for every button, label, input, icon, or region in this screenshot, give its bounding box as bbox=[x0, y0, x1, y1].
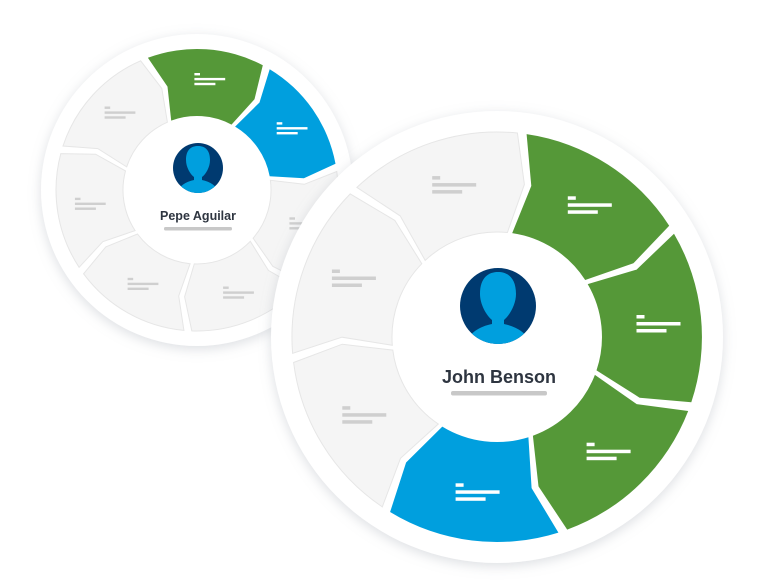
segment-shape bbox=[390, 426, 559, 543]
placeholder-line bbox=[223, 296, 245, 299]
wheel-segment-pending[interactable] bbox=[184, 240, 300, 332]
placeholder-line bbox=[567, 210, 598, 214]
segment-shape bbox=[184, 240, 300, 332]
placeholder-line bbox=[432, 176, 441, 180]
placeholder-line bbox=[194, 73, 200, 76]
segment-placeholder-lines bbox=[194, 73, 226, 86]
wheel-segment-pending[interactable] bbox=[356, 131, 525, 262]
segment-shape bbox=[147, 48, 263, 125]
placeholder-line bbox=[289, 217, 295, 220]
placeholder-line bbox=[127, 287, 149, 290]
placeholder-line bbox=[331, 276, 376, 280]
placeholder-line bbox=[331, 283, 362, 287]
placeholder-line bbox=[432, 190, 463, 194]
segment-shape bbox=[82, 233, 191, 331]
wheel-pepe-aguilar: Pepe Aguilar bbox=[41, 34, 353, 346]
name-underline bbox=[164, 227, 232, 231]
placeholder-line bbox=[194, 77, 226, 81]
segment-shape bbox=[356, 131, 525, 262]
placeholder-line bbox=[104, 116, 126, 119]
wheel-segment-pending[interactable] bbox=[291, 193, 423, 354]
segment-shape bbox=[293, 343, 440, 508]
segment-placeholder-lines bbox=[342, 406, 387, 424]
placeholder-line bbox=[223, 286, 229, 289]
placeholder-line bbox=[74, 197, 81, 201]
placeholder-line bbox=[586, 442, 595, 447]
segment-placeholder-lines bbox=[331, 269, 376, 287]
placeholder-line bbox=[455, 483, 464, 487]
segment-placeholder-lines bbox=[586, 442, 631, 461]
wheel-segment-pending[interactable] bbox=[82, 233, 191, 331]
wheel-segment-active[interactable] bbox=[390, 426, 559, 543]
wheel-segment-completed[interactable] bbox=[512, 134, 670, 280]
placeholder-line bbox=[567, 203, 612, 207]
wheel-segment-completed[interactable] bbox=[532, 374, 689, 530]
segment-shape bbox=[62, 60, 168, 168]
placeholder-line bbox=[567, 196, 576, 200]
segment-shape bbox=[55, 153, 136, 269]
placeholder-line bbox=[276, 122, 283, 125]
segment-placeholder-lines bbox=[276, 122, 308, 135]
segment-placeholder-lines bbox=[455, 483, 500, 501]
placeholder-line bbox=[455, 497, 486, 501]
placeholder-line bbox=[223, 291, 254, 294]
wheel-segment-pending[interactable] bbox=[62, 60, 168, 168]
placeholder-line bbox=[127, 277, 134, 281]
wheel-segment-pending[interactable] bbox=[293, 343, 440, 508]
placeholder-line bbox=[455, 490, 500, 494]
segment-shape bbox=[512, 134, 670, 280]
placeholder-line bbox=[127, 282, 159, 286]
placeholder-line bbox=[432, 183, 477, 187]
placeholder-line bbox=[342, 420, 373, 424]
placeholder-line bbox=[586, 456, 617, 461]
segment-placeholder-lines bbox=[636, 315, 681, 333]
segment-placeholder-lines bbox=[567, 196, 612, 214]
placeholder-line bbox=[636, 322, 681, 326]
segment-placeholder-lines bbox=[432, 176, 477, 194]
segment-placeholder-lines bbox=[104, 106, 136, 119]
wheel-segment-pending[interactable] bbox=[55, 153, 136, 269]
wheel-segment-completed[interactable] bbox=[587, 233, 702, 403]
wheel-user-name: Pepe Aguilar bbox=[160, 209, 236, 223]
placeholder-line bbox=[74, 207, 96, 210]
user-avatar-icon bbox=[173, 143, 223, 193]
placeholder-line bbox=[636, 329, 667, 333]
placeholder-line bbox=[331, 269, 340, 273]
segment-shape bbox=[587, 233, 702, 403]
segment-placeholder-lines bbox=[74, 197, 106, 210]
segment-placeholder-lines bbox=[127, 277, 159, 290]
wheel-segments bbox=[55, 48, 339, 332]
placeholder-line bbox=[586, 449, 631, 454]
wheel-segment-active[interactable] bbox=[235, 69, 336, 179]
wheel-user-name: John Benson bbox=[442, 367, 556, 387]
user-avatar-icon bbox=[460, 268, 536, 344]
placeholder-line bbox=[276, 132, 298, 135]
placeholder-line bbox=[342, 413, 387, 417]
wheel-john-benson: John Benson bbox=[271, 111, 723, 563]
placeholder-line bbox=[74, 202, 106, 205]
name-underline bbox=[451, 391, 547, 396]
placeholder-line bbox=[636, 315, 645, 319]
segment-placeholder-lines bbox=[223, 286, 254, 299]
placeholder-line bbox=[104, 106, 111, 109]
wheel-segments bbox=[291, 131, 702, 543]
wheel-segment-completed[interactable] bbox=[147, 48, 263, 125]
segment-shape bbox=[291, 193, 423, 354]
placeholder-line bbox=[194, 82, 216, 86]
placeholder-line bbox=[104, 111, 136, 114]
segment-shape bbox=[235, 69, 336, 179]
placeholder-line bbox=[276, 127, 308, 130]
placeholder-line bbox=[342, 406, 351, 410]
